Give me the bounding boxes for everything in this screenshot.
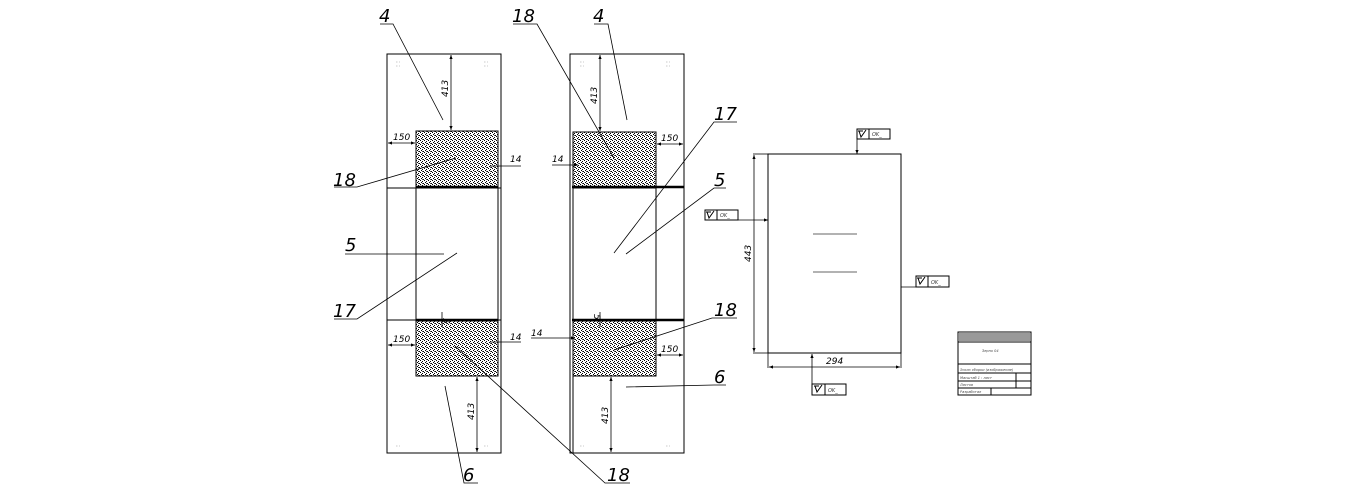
dim-150-bottom: 150 [393,335,410,345]
dim-14-bottom: 14 [531,329,543,339]
dim-150-top: 150 [661,134,678,144]
dim-150-bottom: 150 [661,345,678,355]
roughness-mark-bottom: OK_ [810,354,847,396]
insulation-block-bottom [415,320,499,377]
dim-413-top: 413 [590,87,600,104]
roughness-icon [706,210,715,220]
front-view-left: 413 150 14 150 14 5 413 4 18 5 17 6 [333,6,630,486]
dim-413-top: 413 [441,80,451,97]
callout-4: 4 [593,6,604,27]
dim-14-top: 14 [552,155,564,165]
title-block-row3: Разработал [960,390,982,394]
dim-14-top: 14 [510,155,522,165]
side-view: 443 294 OK_ OK_ OK_ [704,128,950,396]
roughness-icon [814,384,823,394]
dim-5: 5 [591,314,601,320]
svg-text:OK_: OK_ [828,388,838,394]
title-block-name: Зерно 04 [982,349,999,353]
right-panel-outline [569,53,685,454]
dim-14-bottom: 14 [510,333,522,343]
svg-text:OK_: OK_ [872,132,882,138]
callout-6: 6 [463,465,474,486]
callout-6: 6 [714,367,725,388]
left-panel-outline [386,53,502,454]
roughness-icon [858,129,867,139]
title-block: Зерно 04 Эскиз сборки (изображение) Масш… [957,331,1032,396]
roughness-mark-top: OK_ [855,128,891,154]
callout-4: 4 [379,6,390,27]
title-block-row2: Листов [959,383,973,387]
insulation-block-bottom [572,320,657,377]
svg-text:OK_: OK_ [720,213,730,219]
callout-5: 5 [714,170,725,191]
insulation-block-top [415,130,499,188]
callout-18: 18 [714,300,737,321]
callout-17: 17 [333,301,356,322]
title-block-row1: Масштаб 1 : лист [960,376,993,380]
callout-18: 18 [512,6,535,27]
roughness-mark-right: OK_ [901,275,950,288]
roughness-mark-left: OK_ [704,209,768,222]
title-block-line1: Эскиз сборки (изображение) [959,368,1014,372]
roughness-icon [917,276,926,286]
dim-413-bottom: 413 [601,407,611,424]
dim-150-top: 150 [393,133,410,143]
dim-5: 5 [440,318,450,324]
core-panel [572,187,657,322]
dim-443: 443 [744,245,754,262]
side-view-outline [767,153,902,354]
dim-413-bottom: 413 [467,403,477,420]
front-view-right: 413 150 14 14 150 5 413 18 4 17 5 18 6 1… [512,6,737,486]
callout-18: 18 [607,465,630,486]
insulation-block-top [572,131,657,188]
callout-5: 5 [345,235,356,256]
core-panel [415,187,499,322]
svg-text:OK_: OK_ [931,280,941,286]
dim-294: 294 [826,357,843,367]
callout-18: 18 [333,170,356,191]
callout-17: 17 [714,104,737,125]
